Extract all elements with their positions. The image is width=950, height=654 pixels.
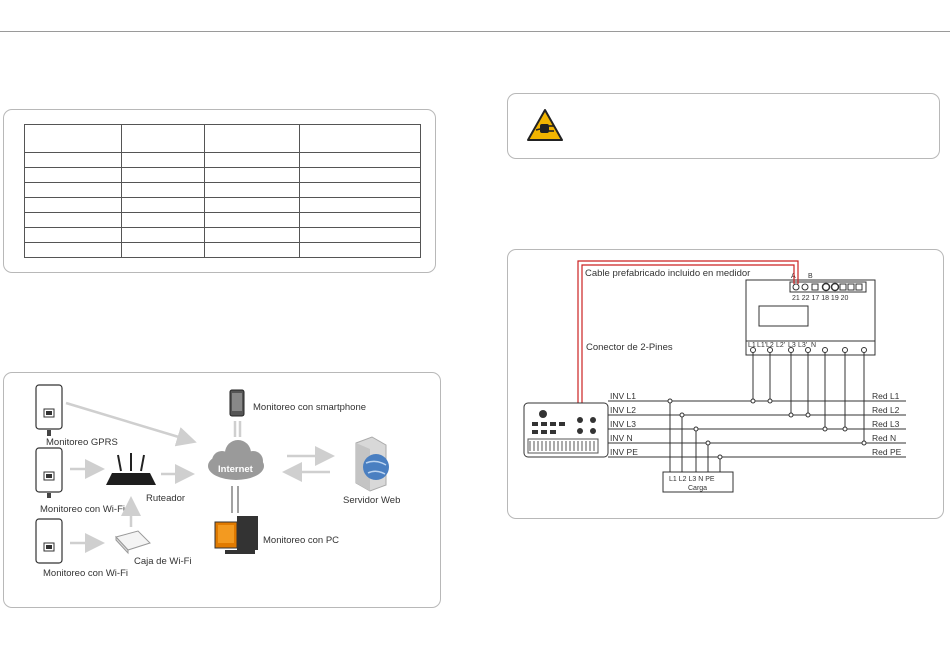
meter-terminal-label: L1 [748, 342, 756, 349]
meter-terminal-label: L2' [776, 342, 785, 349]
pc-label: Monitoreo con PC [263, 535, 339, 546]
wifibox-inverter-icon [35, 518, 63, 564]
table-row [24, 152, 422, 168]
grid-line-label: Red L1 [872, 391, 900, 401]
wifi-inverter-icon [35, 447, 63, 498]
grid-line-label: Red L3 [872, 419, 900, 429]
monitoring-diagram: Monitoreo GPRS Monitoreo con Wi-Fi Monit… [35, 384, 400, 579]
table-row [24, 212, 422, 228]
grid-line-label: Red PE [872, 447, 902, 457]
prefab-cable [577, 260, 799, 415]
bus-lines [608, 400, 906, 458]
table-panel [3, 109, 436, 273]
load-terminals-label: L1 L2 L3 N PE [669, 476, 715, 483]
router-label: Ruteador [146, 493, 185, 504]
table-row [24, 197, 422, 213]
gprs-label: Monitoreo GPRS [46, 437, 118, 448]
meter-terminal-label: L3 [788, 342, 796, 349]
grid-line-label: Red L2 [872, 405, 900, 415]
table-row [24, 242, 422, 258]
load-drops [669, 401, 721, 472]
router-icon [106, 453, 156, 485]
load-label: Carga [688, 485, 707, 492]
meter-terminal-label: L3' [798, 342, 807, 349]
inv-line-label: INV L1 [610, 391, 636, 401]
terminal-numbers: 21 22 17 18 19 20 [792, 295, 849, 302]
table-row [24, 182, 422, 198]
wiring-diagram: A B 21 22 17 18 19 20 L1 L1' L2 L2' L3 L… [523, 260, 906, 493]
inv-line-label: INV N [610, 433, 633, 443]
cable-label: Cable prefabricado incluido en medidor [585, 268, 750, 279]
meter-terminal-label: L1' [757, 342, 766, 349]
grid-line-label: Red N [872, 433, 896, 443]
wifi-box-inverter-label: Monitoreo con Wi-Fi [43, 568, 128, 579]
connector-label: Conector de 2-Pines [586, 342, 673, 353]
wiring-diagram-panel: A B 21 22 17 18 19 20 L1 L1' L2 L2' L3 L… [507, 249, 944, 519]
smartphone-icon [229, 389, 245, 417]
internet-cloud-icon: Internet [208, 440, 264, 480]
meter-drops [752, 352, 865, 443]
table-header-row [24, 124, 422, 153]
internet-label: Internet [218, 464, 254, 475]
table-row [24, 167, 422, 183]
gprs-inverter-icon [35, 384, 63, 436]
warning-panel [507, 93, 940, 159]
pc-link-arrows [231, 486, 239, 513]
wifi-box-label: Caja de Wi-Fi [134, 556, 192, 567]
empty-table [24, 124, 422, 258]
terminal-b-label: B [808, 273, 813, 280]
meter-terminal-label: L2 [766, 342, 774, 349]
connection-arrows [65, 401, 335, 553]
inv-line-label: INV L2 [610, 405, 636, 415]
table-row [24, 227, 422, 243]
monitoring-diagram-panel: Monitoreo GPRS Monitoreo con Wi-Fi Monit… [3, 372, 441, 608]
plug-warning-icon [527, 109, 563, 141]
web-server-icon [355, 436, 389, 492]
web-server-label: Servidor Web [343, 495, 400, 506]
inv-line-label: INV L3 [610, 419, 636, 429]
junction-dots [667, 398, 867, 460]
load-box [662, 471, 734, 493]
meter-terminal-label: N [811, 342, 816, 349]
smartphone-label: Monitoreo con smartphone [253, 402, 366, 413]
pc-icon [214, 516, 258, 554]
header-rule [0, 31, 950, 32]
wifi-router-inverter-label: Monitoreo con Wi-Fi [40, 504, 125, 515]
energy-meter [745, 279, 876, 356]
inverter-icon [523, 402, 609, 458]
wifi-box-icon [115, 530, 151, 555]
inv-line-label: INV PE [610, 447, 638, 457]
